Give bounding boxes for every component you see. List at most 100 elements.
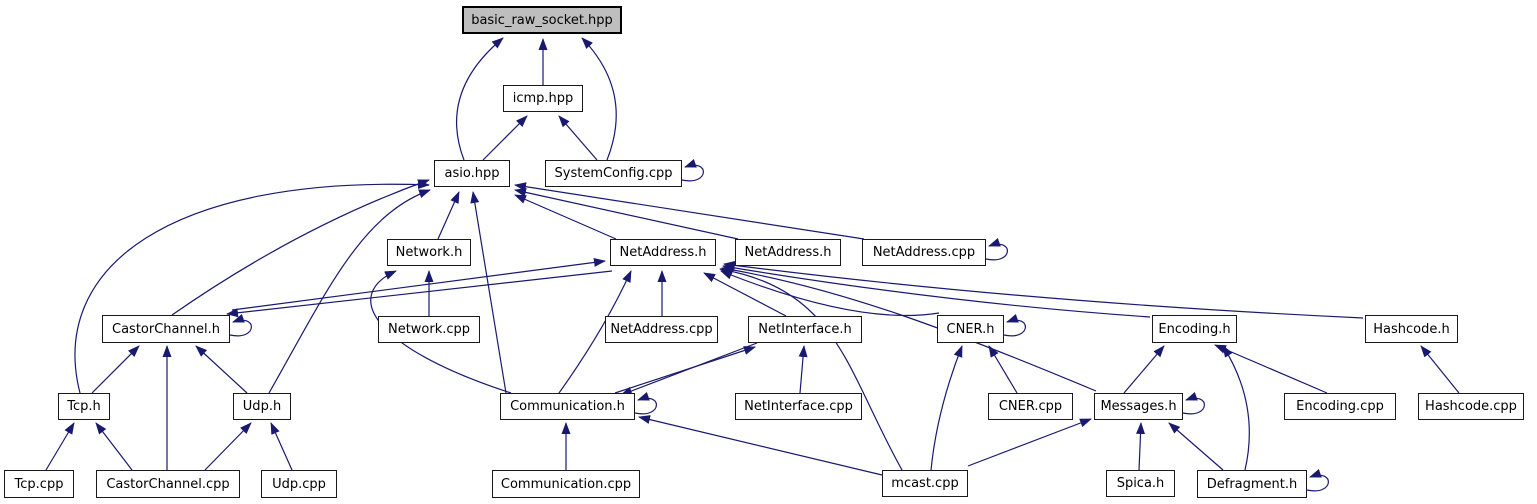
edge-Tcp.cpp-to-Tcp.h	[45, 422, 75, 471]
edge-NetInterface.h-to-NetAddress.h-1	[703, 272, 787, 317]
graph-node-icmp.hpp[interactable]: icmp.hpp	[503, 85, 583, 112]
graph-node-label: NetAddress.h	[744, 245, 832, 260]
graph-node-label: Network.h	[395, 245, 463, 260]
edge-mcast.cpp-to-NetAddress.h-1	[719, 266, 903, 471]
graph-node-Network.h[interactable]: Network.h	[387, 239, 471, 266]
edge-Messages.h-to-Encoding.h	[1123, 345, 1165, 394]
graph-node-label: Communication.cpp	[500, 476, 632, 492]
graph-node-Udp.cpp[interactable]: Udp.cpp	[261, 470, 337, 498]
graph-node-CNER.cpp[interactable]: CNER.cpp	[988, 393, 1073, 420]
graph-node-mcast.cpp[interactable]: mcast.cpp	[882, 470, 968, 497]
graph-node-NetAddress.cpp-1[interactable]: NetAddress.cpp	[862, 239, 986, 266]
edge-NetAddress.h-2-to-asio.hpp	[514, 187, 739, 240]
graph-node-label: Encoding.cpp	[1296, 399, 1384, 414]
graph-node-Communication.h[interactable]: Communication.h	[500, 393, 635, 420]
graph-node-Defragment.h[interactable]: Defragment.h	[1197, 470, 1307, 498]
edge-Udp.h-to-CastorChannel.h	[195, 345, 248, 394]
graph-node-CastorChannel.cpp[interactable]: CastorChannel.cpp	[96, 470, 240, 498]
graph-node-CastorChannel.h[interactable]: CastorChannel.h	[102, 315, 230, 343]
graph-node-Tcp.cpp[interactable]: Tcp.cpp	[4, 470, 74, 498]
self-loop-Communication.h	[634, 392, 657, 415]
graph-node-Tcp.h[interactable]: Tcp.h	[58, 393, 110, 420]
graph-node-Network.cpp[interactable]: Network.cpp	[378, 316, 480, 343]
graph-node-Encoding.cpp[interactable]: Encoding.cpp	[1284, 393, 1396, 420]
graph-node-label: Udp.h	[242, 399, 282, 414]
graph-node-label: NetInterface.h	[758, 322, 852, 337]
edge-SystemConfig.cpp-to-icmp.hpp	[558, 115, 598, 161]
graph-node-label: Hashcode.h	[1373, 321, 1450, 337]
graph-node-NetInterface.cpp[interactable]: NetInterface.cpp	[735, 393, 862, 420]
graph-node-asio.hpp[interactable]: asio.hpp	[434, 160, 510, 187]
graph-node-label: Udp.cpp	[272, 476, 326, 492]
graph-node-label: CNER.cpp	[998, 399, 1063, 414]
self-loop-CastorChannel.h	[229, 314, 252, 337]
edge-Network.h-to-asio.hpp	[437, 191, 460, 240]
graph-node-NetInterface.h[interactable]: NetInterface.h	[748, 316, 862, 343]
graph-node-NetAddress.cpp-2[interactable]: NetAddress.cpp	[605, 316, 718, 343]
edge-CNER.h-to-NetAddress.h-1	[720, 270, 940, 317]
edge-NetInterface.cpp-to-NetInterface.h	[798, 345, 808, 394]
graph-node-SystemConfig.cpp[interactable]: SystemConfig.cpp	[545, 160, 682, 187]
graph-node-label: CastorChannel.cpp	[106, 476, 230, 492]
graph-node-basic_raw_socket.hpp[interactable]: basic_raw_socket.hpp	[462, 6, 622, 34]
edge-Encoding.h-to-NetAddress.h-1	[722, 263, 1151, 318]
edge-Communication.h-to-NetAddress.h-1	[558, 270, 632, 394]
edge-Defragment.h-to-Messages.h	[1168, 422, 1224, 471]
edge-CastorChannel.cpp-to-Udp.h	[204, 422, 252, 471]
graph-node-label: NetInterface.cpp	[744, 399, 853, 414]
edge-CastorChannel.h-to-asio.hpp	[171, 179, 430, 316]
graph-node-Hashcode.cpp[interactable]: Hashcode.cpp	[1418, 393, 1524, 420]
edge-mcast.cpp-to-Messages.h	[967, 418, 1092, 467]
edge-NetInterface.h-to-Communication.h	[620, 342, 758, 396]
edge-Udp.h-to-asio.hpp	[268, 189, 431, 394]
graph-node-NetAddress.h-2[interactable]: NetAddress.h	[735, 239, 841, 266]
graph-node-label: asio.hpp	[444, 166, 500, 181]
self-loop-CNER.h	[1003, 314, 1026, 337]
edge-Defragment.h-to-Encoding.h	[1222, 345, 1250, 471]
edge-mcast.cpp-to-Communication.h	[638, 415, 883, 476]
self-loop-Messages.h	[1182, 392, 1205, 415]
graph-node-label: SystemConfig.cpp	[554, 166, 673, 181]
graph-node-label: Spica.h	[1116, 476, 1165, 491]
graph-node-label: Messages.h	[1100, 399, 1177, 414]
edge-Tcp.h-to-asio.hpp	[74, 180, 430, 394]
graph-node-CNER.h[interactable]: CNER.h	[937, 315, 1004, 343]
edge-Communication.h-to-asio.hpp	[470, 191, 507, 394]
graph-node-label: CNER.h	[946, 321, 995, 337]
graph-node-label: mcast.cpp	[891, 476, 959, 491]
graph-node-Communication.cpp[interactable]: Communication.cpp	[492, 470, 640, 498]
edge-asio.hpp-to-basic_raw_socket.hpp	[456, 37, 504, 161]
edge-Hashcode.cpp-to-Hashcode.h	[1420, 345, 1460, 394]
edge-asio.hpp-to-icmp.hpp	[482, 115, 528, 161]
edge-Udp.cpp-to-Udp.h	[270, 422, 293, 471]
edge-Tcp.h-to-CastorChannel.h	[91, 345, 140, 394]
graph-node-Messages.h[interactable]: Messages.h	[1094, 393, 1183, 420]
graph-node-label: NetAddress.h	[619, 245, 707, 260]
graph-node-NetAddress.h-1[interactable]: NetAddress.h	[610, 239, 716, 266]
graph-node-label: Network.cpp	[387, 322, 471, 337]
graph-node-Spica.h[interactable]: Spica.h	[1106, 470, 1175, 497]
self-loop-NetAddress.cpp-1	[985, 238, 1008, 261]
self-loop-Defragment.h	[1306, 469, 1329, 492]
edge-NetAddress.cpp-1-to-asio.hpp	[514, 182, 865, 240]
graph-node-Encoding.h[interactable]: Encoding.h	[1152, 315, 1237, 343]
graph-node-Udp.h[interactable]: Udp.h	[233, 393, 291, 420]
graph-node-label: NetAddress.cpp	[872, 245, 976, 260]
edge-CNER.cpp-to-CNER.h	[988, 345, 1018, 394]
edge-NetAddress.h-1-to-CastorChannel.h	[226, 270, 613, 318]
graph-node-label: NetAddress.cpp	[610, 322, 713, 337]
graph-node-label: Tcp.h	[67, 399, 101, 414]
graph-node-label: CastorChannel.h	[112, 321, 220, 337]
graph-node-label: basic_raw_socket.hpp	[471, 12, 613, 28]
graph-node-label: icmp.hpp	[512, 91, 574, 106]
edge-Spica.h-to-Messages.h	[1136, 422, 1146, 471]
graph-node-label: Defragment.h	[1206, 476, 1298, 492]
graph-node-Hashcode.h[interactable]: Hashcode.h	[1365, 315, 1458, 343]
edge-CastorChannel.cpp-to-Tcp.h	[95, 422, 133, 471]
self-loop-SystemConfig.cpp	[681, 159, 704, 182]
edge-Hashcode.h-to-NetAddress.h-1	[723, 260, 1364, 319]
edge-CastorChannel.h-to-NetAddress.h-1	[231, 257, 606, 311]
edge-Messages.h-to-NetAddress.h-1	[721, 265, 1097, 392]
edge-mcast.cpp-to-CNER.h	[930, 345, 963, 471]
